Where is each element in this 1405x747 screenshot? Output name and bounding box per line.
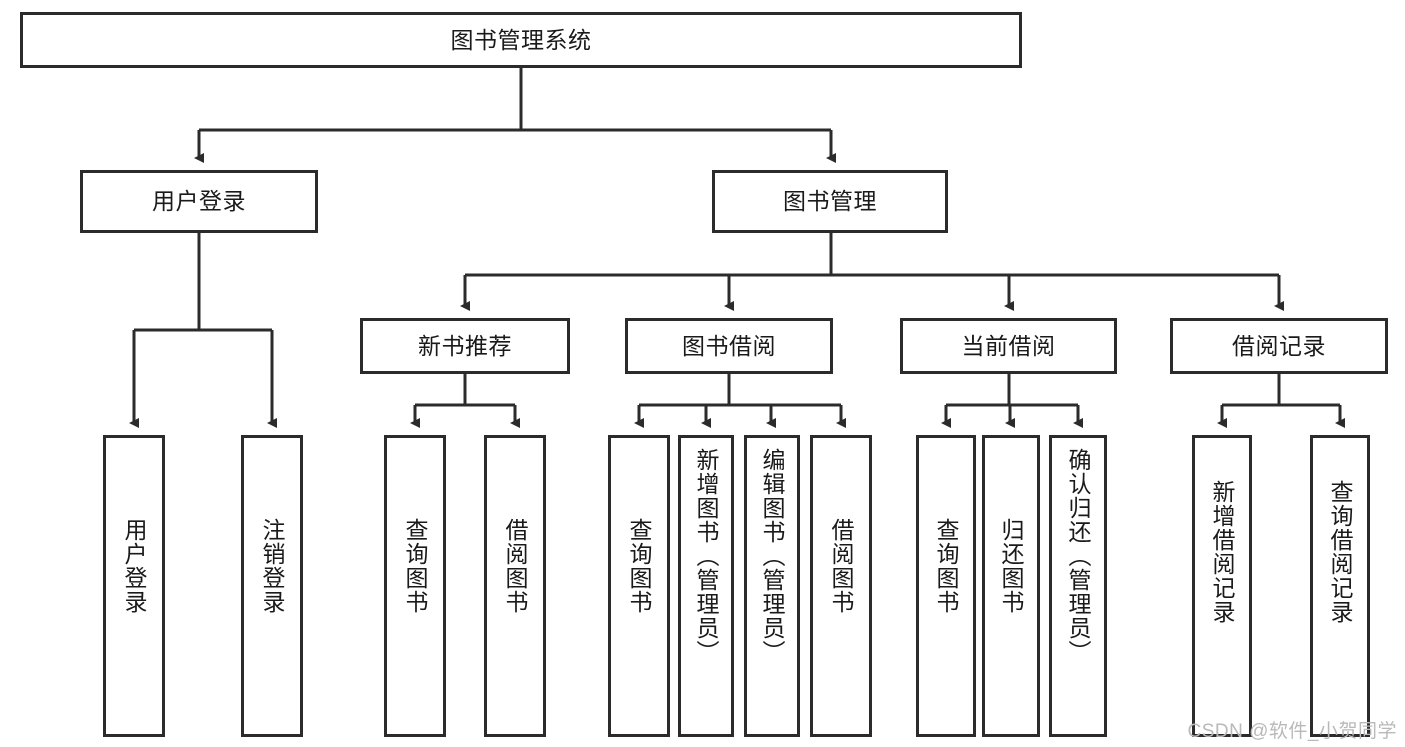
node-label: 图书管理 [783, 188, 877, 215]
node-label: 借阅图书 [828, 518, 855, 614]
node-label: 查询图书 [933, 518, 960, 614]
node-current-borrow[interactable]: 当前借阅 [900, 318, 1117, 374]
leaf-borrow-record-add-record[interactable]: 新增借阅记录 [1192, 435, 1252, 737]
node-label: 用户登录 [121, 518, 148, 614]
csdn-watermark: CSDN @软件_小贺同学 [1187, 721, 1397, 742]
node-label: 用户登录 [152, 188, 246, 215]
node-label: 查询图书 [402, 518, 429, 614]
leaf-current-borrow-query-book[interactable]: 查询图书 [916, 435, 976, 737]
node-new-book-recommend[interactable]: 新书推荐 [360, 318, 570, 374]
node-label: 查询借阅记录 [1327, 480, 1354, 624]
leaf-book-borrow-query-book[interactable]: 查询图书 [608, 435, 670, 737]
node-root-book-management-system[interactable]: 图书管理系统 [20, 12, 1022, 68]
leaf-new-book-borrow-book[interactable]: 借阅图书 [484, 435, 546, 737]
node-label: 图书管理系统 [450, 26, 592, 53]
node-label: 归还图书 [998, 518, 1025, 614]
node-book-management[interactable]: 图书管理 [712, 170, 948, 233]
node-book-borrow[interactable]: 图书借阅 [625, 318, 833, 374]
leaf-book-borrow-edit-book-admin[interactable]: 编辑图书（管理员） [744, 435, 800, 737]
leaf-user-login-login[interactable]: 用户登录 [103, 435, 165, 737]
leaf-current-borrow-return-book[interactable]: 归还图书 [982, 435, 1040, 737]
leaf-book-borrow-add-book-admin[interactable]: 新增图书（管理员） [678, 435, 734, 737]
node-label: 注销登录 [259, 518, 286, 614]
leaf-user-login-logout[interactable]: 注销登录 [241, 435, 303, 737]
node-label: 确认归还（管理员） [1065, 448, 1092, 664]
node-label: 新书推荐 [418, 332, 512, 359]
node-label: 编辑图书（管理员） [759, 448, 786, 664]
node-borrow-record[interactable]: 借阅记录 [1170, 318, 1388, 374]
leaf-current-borrow-confirm-return-admin[interactable]: 确认归还（管理员） [1049, 435, 1107, 737]
node-label: 新增借阅记录 [1209, 480, 1236, 624]
node-label: 图书借阅 [682, 332, 776, 359]
node-label: 查询图书 [626, 518, 653, 614]
leaf-borrow-record-query-record[interactable]: 查询借阅记录 [1310, 435, 1370, 737]
node-label: 借阅记录 [1232, 332, 1326, 359]
node-label: 新增图书（管理员） [693, 448, 720, 664]
leaf-book-borrow-borrow-book[interactable]: 借阅图书 [810, 435, 872, 737]
leaf-new-book-query-book[interactable]: 查询图书 [384, 435, 446, 737]
node-label: 借阅图书 [502, 518, 529, 614]
node-label: 当前借阅 [961, 332, 1056, 359]
node-user-login[interactable]: 用户登录 [80, 170, 318, 233]
